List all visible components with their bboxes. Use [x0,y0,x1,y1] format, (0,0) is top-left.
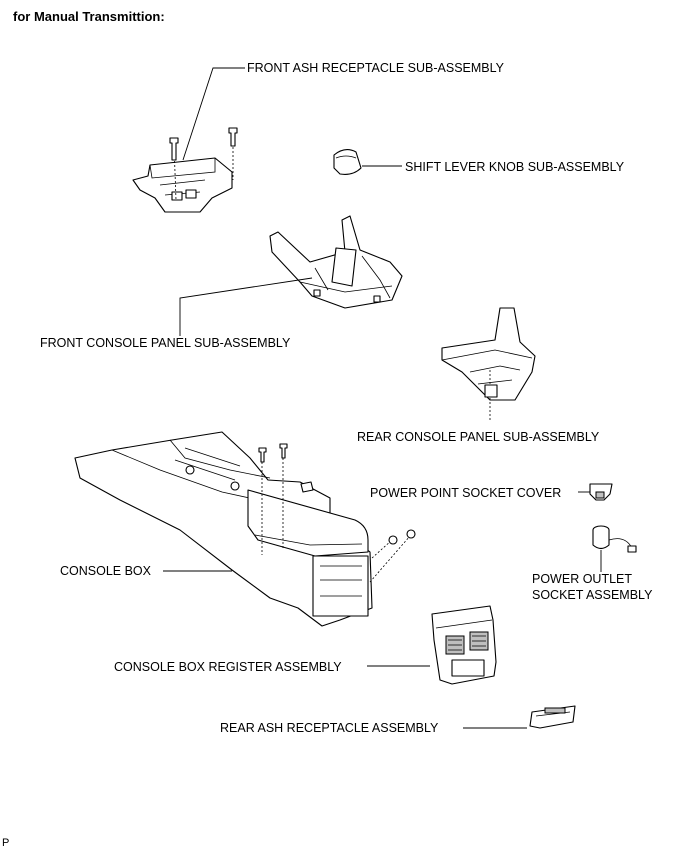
label-front-ash-receptacle: FRONT ASH RECEPTACLE SUB-ASSEMBLY [247,61,505,75]
front-ash-receptacle-part [132,67,245,213]
front-console-panel-part [179,215,403,336]
rear-console-panel-part [441,307,536,420]
power-outlet-socket-part [592,525,637,572]
console-box-register-part [367,605,497,685]
label-power-outlet-line2: SOCKET ASSEMBLY [532,588,653,602]
label-front-console-panel: FRONT CONSOLE PANEL SUB-ASSEMBLY [40,336,291,350]
label-shift-lever-knob: SHIFT LEVER KNOB SUB-ASSEMBLY [405,160,625,174]
shift-lever-knob-part [333,149,402,175]
power-point-socket-cover-part [578,483,613,501]
label-power-point-socket-cover: POWER POINT SOCKET COVER [370,486,562,500]
label-console-box-register: CONSOLE BOX REGISTER ASSEMBLY [114,660,342,674]
label-power-outlet-line1: POWER OUTLET [532,572,633,586]
rear-ash-receptacle-part [463,705,576,729]
diagram-header: for Manual Transmittion: [13,9,165,24]
label-rear-console-panel: REAR CONSOLE PANEL SUB-ASSEMBLY [357,430,600,444]
console-box-part [74,431,416,627]
footer-code: P [2,837,10,849]
label-rear-ash-receptacle: REAR ASH RECEPTACLE ASSEMBLY [220,721,439,735]
label-console-box: CONSOLE BOX [60,564,151,578]
